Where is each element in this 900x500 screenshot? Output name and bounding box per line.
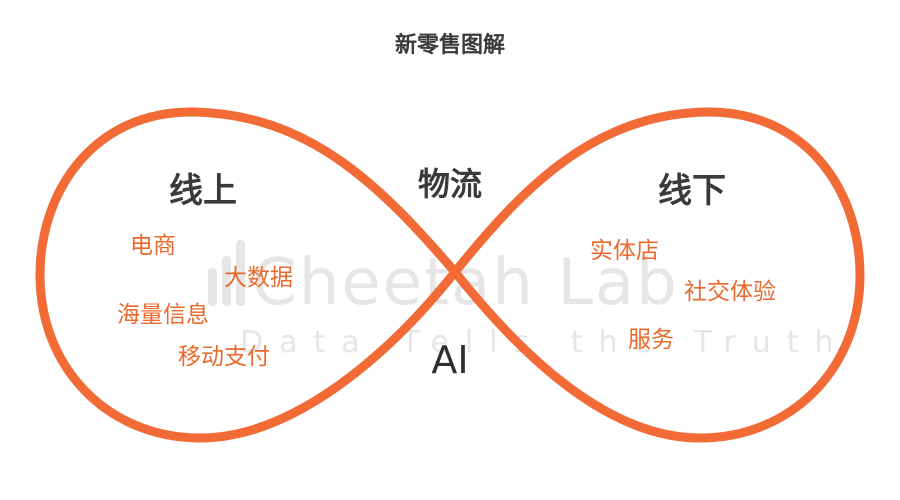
center-bottom-label: AI — [431, 338, 468, 382]
left-item-big-data: 大数据 — [224, 265, 293, 291]
page-title: 新零售图解 — [395, 32, 505, 58]
right-loop-heading: 线下 — [658, 171, 726, 211]
left-item-ecommerce: 电商 — [130, 233, 176, 259]
left-loop-heading: 线上 — [169, 171, 237, 211]
infinity-loop — [35, 107, 865, 443]
left-item-mobile-payment: 移动支付 — [178, 344, 270, 370]
right-item-social-experience: 社交体验 — [684, 279, 776, 305]
left-item-massive-info: 海量信息 — [117, 302, 209, 328]
bar-chart-icon — [208, 240, 245, 306]
right-item-service: 服务 — [628, 327, 674, 353]
right-item-physical-store: 实体店 — [590, 238, 659, 264]
center-top-label: 物流 — [418, 165, 482, 203]
watermark-subtitle: Data Tells the Truth — [240, 325, 850, 360]
